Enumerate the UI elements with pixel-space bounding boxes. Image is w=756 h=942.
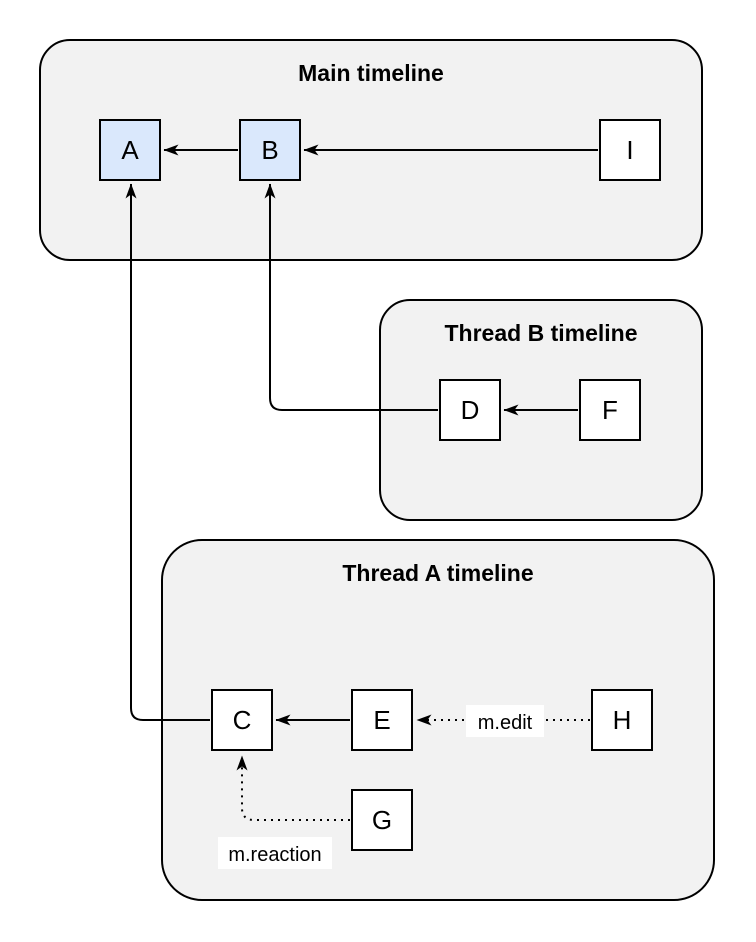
node-e: E (351, 689, 413, 751)
node-i-label: I (626, 135, 633, 165)
edge-label-reaction: m.reaction (228, 844, 321, 866)
nodes: A B I D F C E (99, 119, 661, 851)
edge-label-reaction-bg (218, 837, 332, 869)
node-a: A (99, 119, 161, 181)
node-i: I (599, 119, 661, 181)
edges (125, 144, 598, 821)
node-h-box (591, 689, 653, 751)
node-h-label: H (613, 705, 632, 735)
node-d-label: D (461, 395, 480, 425)
node-h: H (591, 689, 653, 751)
node-d-box (439, 379, 501, 441)
node-f-box (579, 379, 641, 441)
node-b: B (239, 119, 301, 181)
node-b-label: B (261, 135, 278, 165)
edge-label-edit-bg (466, 705, 544, 737)
node-c-label: C (233, 705, 252, 735)
node-c: C (211, 689, 273, 751)
edge-labels: m.edit m.reaction (218, 705, 544, 869)
node-e-box (351, 689, 413, 751)
container-thread-a-timeline-title: Thread A timeline (342, 560, 533, 586)
container-thread-b-timeline-title: Thread B timeline (445, 320, 638, 346)
node-b-box (239, 119, 301, 181)
node-d: D (439, 379, 501, 441)
node-f: F (579, 379, 641, 441)
node-a-box (99, 119, 161, 181)
edge-label-edit: m.edit (478, 712, 533, 734)
container-main-timeline-title: Main timeline (298, 60, 444, 86)
node-c-box (211, 689, 273, 751)
node-g-label: G (372, 805, 392, 835)
node-g-box (351, 789, 413, 851)
node-a-label: A (121, 135, 139, 165)
edge-g-to-c-reaction (236, 755, 350, 821)
node-g: G (351, 789, 413, 851)
edge-d-to-b (264, 183, 438, 411)
edge-c-to-a (125, 183, 210, 721)
node-i-box (599, 119, 661, 181)
node-f-label: F (602, 395, 618, 425)
node-e-label: E (373, 705, 390, 735)
